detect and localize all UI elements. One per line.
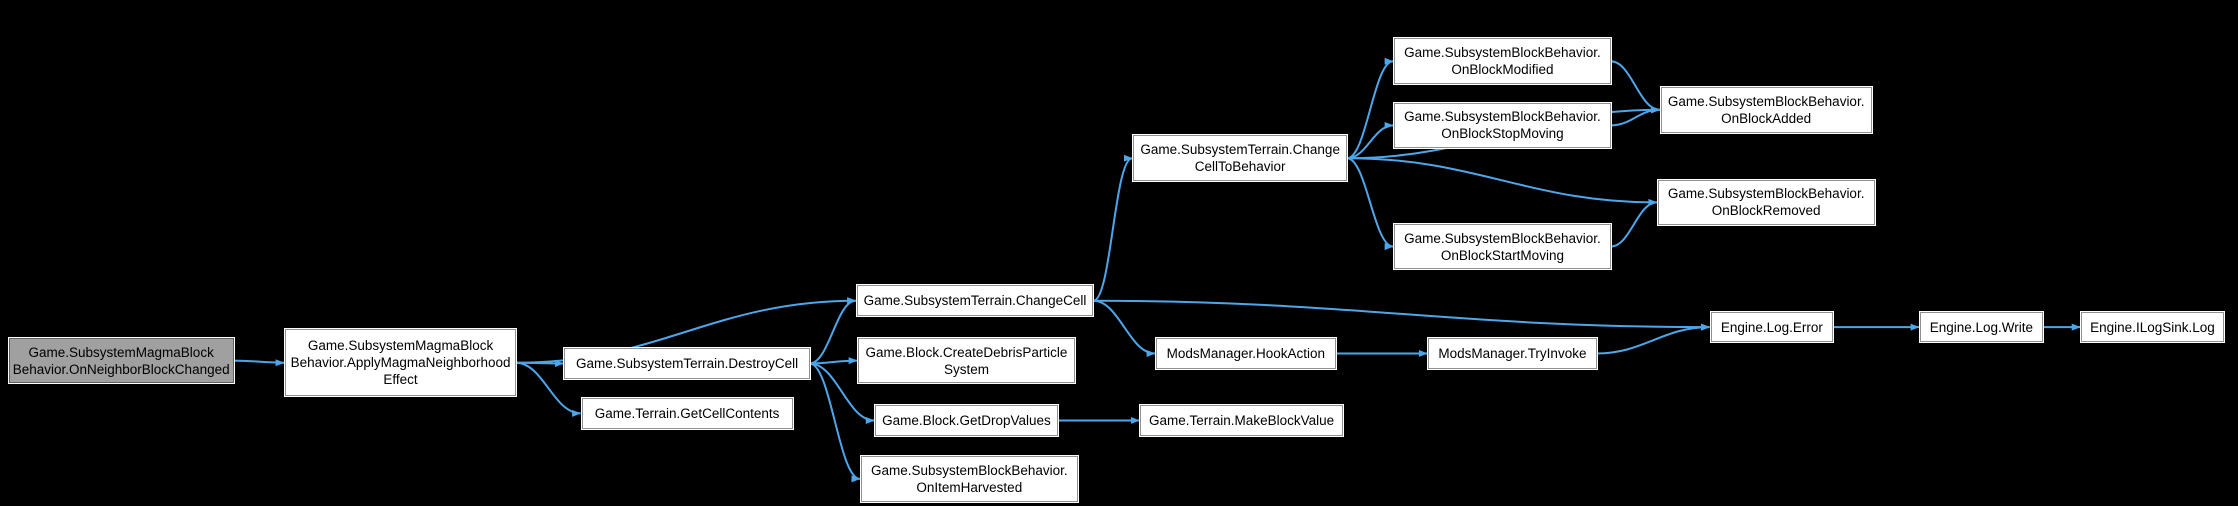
graph-edge [1346,57,1394,160]
graph-node-n3[interactable]: Game.Terrain.GetCellContents [580,396,794,431]
graph-node-n12[interactable]: Game.SubsystemBlockBehavior. OnBlockModi… [1393,37,1612,86]
graph-node-label: Game.SubsystemTerrain.Change CellToBehav… [1140,142,1340,175]
graph-node-n11[interactable]: ModsManager.TryInvoke [1427,336,1598,371]
graph-node-n10[interactable]: Game.SubsystemTerrain.Change CellToBehav… [1132,134,1349,183]
graph-node-n4[interactable]: Game.SubsystemTerrain.ChangeCell [855,284,1095,318]
graph-node-label: Game.SubsystemMagmaBlock Behavior.ApplyM… [290,338,511,388]
graph-node-label: ModsManager.TryInvoke [1438,345,1587,361]
graph-edge [516,359,564,367]
graph-node-n16[interactable]: Game.SubsystemBlockBehavior. OnBlockRemo… [1656,178,1876,227]
graph-node-label: Game.SubsystemTerrain.DestroyCell [576,355,799,371]
graph-node-label: Game.Terrain.GetCellContents [594,405,780,421]
graph-node-label: Game.SubsystemBlockBehavior. OnBlockRemo… [1667,186,1865,219]
graph-edge [1610,106,1661,127]
graph-node-n9[interactable]: ModsManager.HookAction [1155,336,1337,371]
graph-node-n2[interactable]: Game.SubsystemTerrain.DestroyCell [563,346,811,381]
graph-node-n17[interactable]: Engine.Log.Error [1709,311,1835,344]
graph-node-n13[interactable]: Game.SubsystemBlockBehavior. OnBlockStop… [1393,101,1612,150]
graph-node-label: Game.SubsystemBlockBehavior. OnBlockStop… [1404,109,1601,142]
graph-node-label: Game.SubsystemTerrain.ChangeCell [863,293,1087,309]
graph-edge [1610,198,1658,248]
graph-node-label: Game.SubsystemBlockBehavior. OnBlockStar… [1404,230,1601,263]
graph-edge [1092,154,1133,302]
graph-node-n6[interactable]: Game.Block.GetDropValues [874,403,1059,438]
graph-node-label: Game.Block.GetDropValues [882,412,1051,428]
graph-node-label: Game.SubsystemBlockBehavior. OnBlockAdde… [1667,93,1865,126]
graph-edge [809,362,861,483]
graph-node-n5[interactable]: Game.Block.CreateDebrisParticle System [857,336,1076,385]
graph-node-label: Engine.Log.Error [1720,319,1823,335]
graph-node-label: Game.SubsystemBlockBehavior. OnItemHarve… [871,462,1068,495]
graph-node-n19[interactable]: Engine.ILogSink.Log [2080,311,2225,344]
graph-node-label: Game.SubsystemBlockBehavior. OnBlockModi… [1404,45,1601,78]
graph-edge [1346,121,1394,160]
graph-node-label: Game.SubsystemMagmaBlock Behavior.OnNeig… [12,344,230,377]
graph-node-label: Game.Block.CreateDebrisParticle System [865,344,1068,377]
graph-edge [233,359,285,367]
graph-node-n0[interactable]: Game.SubsystemMagmaBlock Behavior.OnNeig… [7,336,235,385]
graph-node-label: Game.Terrain.MakeBlockValue [1149,412,1335,428]
graph-edge [1093,299,1711,331]
graph-node-n18[interactable]: Engine.Log.Write [1919,311,2044,344]
graph-edge [809,357,858,365]
graph-node-n8[interactable]: Game.Terrain.MakeBlockValue [1139,403,1344,438]
graph-edge [1093,299,1156,357]
graph-node-n15[interactable]: Game.SubsystemBlockBehavior. OnBlockAdde… [1659,85,1873,134]
graph-node-n1[interactable]: Game.SubsystemMagmaBlock Behavior.ApplyM… [284,328,518,398]
graph-node-label: ModsManager.HookAction [1166,345,1326,361]
graph-edge [1596,323,1711,355]
graph-edge [1346,157,1394,251]
graph-node-n7[interactable]: Game.SubsystemBlockBehavior. OnItemHarve… [859,455,1079,503]
graph-edge [809,297,857,365]
graph-edge [1610,60,1661,114]
graph-node-n14[interactable]: Game.SubsystemBlockBehavior. OnBlockStar… [1393,222,1612,271]
graph-edge [1347,157,1658,206]
graph-node-label: Engine.Log.Write [1929,319,2034,335]
graph-node-label: Engine.ILogSink.Log [2090,319,2215,335]
